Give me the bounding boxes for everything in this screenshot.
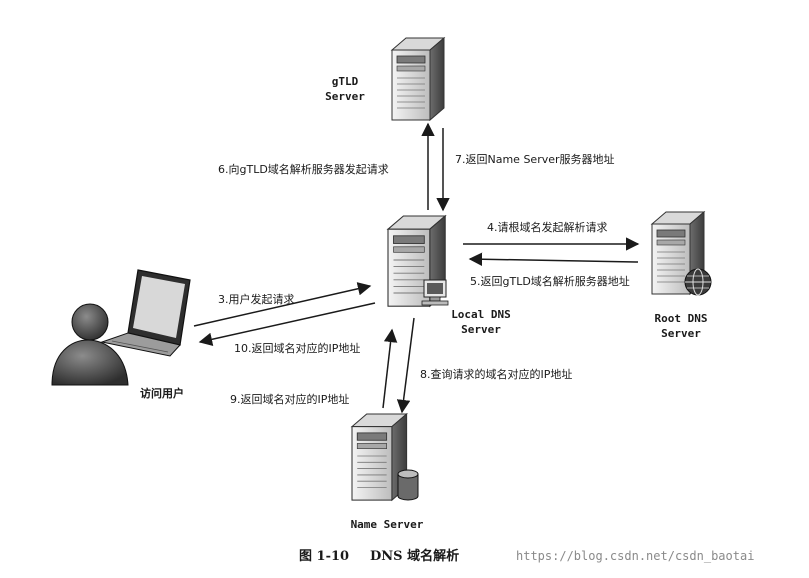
figure-title: DNS 域名解析 [370, 548, 459, 564]
watermark-url: https://blog.csdn.net/csdn_baotai [516, 549, 754, 563]
gtld-server-label-2: Server [325, 90, 365, 103]
figure-number: 图 1-10 [299, 549, 349, 564]
root-dns-label-1: Root DNS [655, 312, 708, 325]
user-person-icon [51, 303, 129, 386]
step-4-label: 4.请根域名发起解析请求 [487, 220, 608, 234]
step-8-label: 8.查询请求的域名对应的IP地址 [420, 367, 572, 381]
gtld-server-icon [391, 37, 445, 121]
arrow-step-9 [382, 328, 398, 409]
monitor-icon [421, 279, 449, 306]
local-dns-label-2: Server [461, 323, 501, 336]
step-10-label: 10.返回域名对应的IP地址 [234, 341, 360, 355]
arrow-step-3 [193, 282, 372, 327]
step-9-label: 9.返回域名对应的IP地址 [230, 392, 349, 406]
step-7-label: 7.返回Name Server服务器地址 [455, 152, 615, 166]
root-dns-label-2: Server [661, 327, 701, 340]
gtld-server-label-1: gTLD [332, 75, 359, 88]
name-server-label: Name Server [351, 518, 424, 531]
laptop-icon [100, 269, 191, 357]
local-dns-label-1: Local DNS [451, 308, 511, 321]
step-6-label: 6.向gTLD域名解析服务器发起请求 [218, 162, 389, 176]
database-icon [397, 469, 419, 501]
arrow-step-5 [468, 252, 639, 266]
globe-icon [684, 268, 712, 296]
user-label: 访问用户 [140, 386, 184, 400]
step-5-label: 5.返回gTLD域名解析服务器地址 [470, 274, 630, 288]
arrow-step-8 [396, 317, 415, 414]
step-3-label: 3.用户发起请求 [218, 292, 295, 306]
arrow-step-10 [198, 302, 376, 346]
